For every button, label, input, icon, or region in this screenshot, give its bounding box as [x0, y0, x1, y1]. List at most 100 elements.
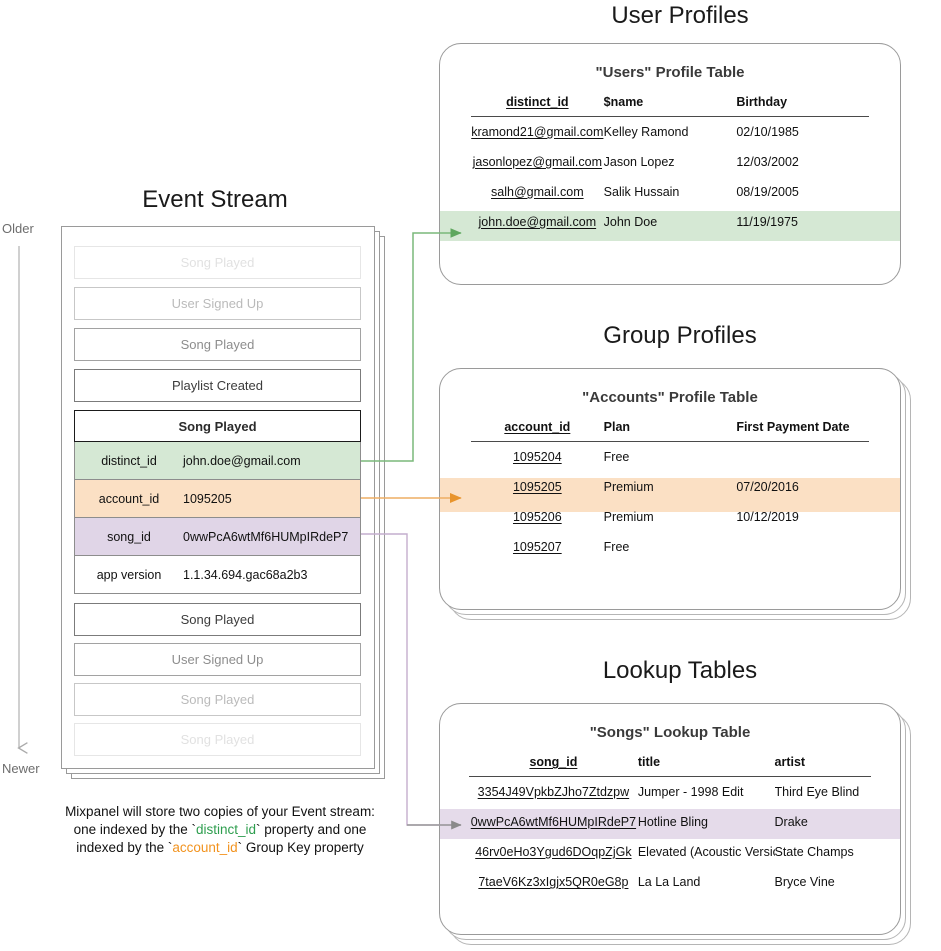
event-item[interactable]: User Signed Up [74, 643, 361, 676]
table-row[interactable]: 1095206 Premium 10/12/2019 [471, 502, 869, 532]
table-row[interactable]: 46rv0eHo3Ygud6DOqpZjGk Elevated (Acousti… [469, 837, 871, 867]
cell-artist: Third Eye Blind [774, 785, 860, 799]
cell-account-id: 1095206 [512, 510, 562, 524]
event-item[interactable]: User Signed Up [74, 287, 361, 320]
table-row[interactable]: 7taeV6Kz3xIgjx5QR0eG8p La La Land Bryce … [469, 867, 871, 897]
cell-name: Salik Hussain [603, 185, 680, 199]
event-item[interactable]: Song Played [74, 328, 361, 361]
accounts-table: account_id Plan First Payment Date 10952… [471, 418, 869, 562]
cell-first-payment-date [736, 442, 869, 473]
event-property-account-id[interactable]: account_id 1095205 [74, 480, 361, 518]
property-value: john.doe@gmail.com [183, 453, 301, 468]
songs-table: song_id title artist 3354J49VpkbZJho7Ztd… [469, 753, 871, 897]
cell-distinct-id: salh@gmail.com [491, 185, 584, 199]
property-value: 1095205 [183, 491, 232, 506]
event-item[interactable]: Song Played [74, 683, 361, 716]
user-profiles-title: User Profiles [611, 2, 749, 29]
table-row[interactable]: jasonlopez@gmail.com Jason Lopez 12/03/2… [471, 147, 869, 177]
caption-line-2-suffix: ` property and one [256, 822, 367, 837]
cell-birthday: 11/19/1975 [736, 215, 798, 229]
table-row-highlighted[interactable]: 1095205 Premium 07/20/2016 [471, 472, 869, 502]
accounts-table-title: "Accounts" Profile Table [582, 389, 758, 406]
property-value: 1.1.34.694.gac68a2b3 [183, 567, 308, 582]
cell-song-id: 3354J49VpkbZJho7Ztdzpw [477, 785, 630, 799]
users-table: distinct_id $name Birthday kramond21@gma… [471, 93, 869, 237]
property-key: account_id [98, 491, 160, 506]
property-key: song_id [107, 529, 151, 544]
cell-name: Jason Lopez [603, 155, 675, 169]
group-profiles-title: Group Profiles [603, 322, 757, 349]
cell-account-id: 1095205 [512, 480, 562, 494]
songs-table-title: "Songs" Lookup Table [589, 724, 751, 741]
caption-line-2-prefix: one indexed by the ` [73, 822, 196, 837]
caption-distinct-id-key: distinct_id [195, 822, 257, 837]
cell-song-id: 0wwPcA6wtMf6HUMpIRdeP7 [470, 815, 637, 829]
focused-event-card: Song Played distinct_id john.doe@gmail.c… [74, 410, 361, 594]
cell-name: Kelley Ramond [603, 125, 689, 139]
property-key: distinct_id [101, 453, 157, 468]
column-header-distinct-id: distinct_id [471, 93, 604, 117]
cell-artist: Drake [774, 815, 808, 829]
column-header-name: $name [603, 93, 737, 117]
table-row-highlighted[interactable]: john.doe@gmail.com John Doe 11/19/1975 [471, 207, 869, 237]
column-header-song-id: song_id [469, 753, 638, 777]
cell-title: Elevated (Acoustic Version) [637, 845, 775, 859]
table-row[interactable]: salh@gmail.com Salik Hussain 08/19/2005 [471, 177, 869, 207]
cell-first-payment-date [736, 532, 869, 562]
cell-distinct-id: jasonlopez@gmail.com [472, 155, 603, 169]
table-header-row: distinct_id $name Birthday [471, 93, 869, 117]
column-header-artist: artist [774, 753, 871, 777]
table-row-highlighted[interactable]: 0wwPcA6wtMf6HUMpIRdeP7 Hotline Bling Dra… [469, 807, 871, 837]
event-item[interactable]: Song Played [74, 723, 361, 756]
property-value: 0wwPcA6wtMf6HUMpIRdeP7 [183, 529, 349, 544]
event-item[interactable]: Song Played [74, 603, 361, 636]
table-row[interactable]: kramond21@gmail.com Kelley Ramond 02/10/… [471, 117, 869, 148]
cell-distinct-id: john.doe@gmail.com [478, 215, 597, 229]
focused-event-name[interactable]: Song Played [74, 410, 361, 442]
cell-birthday: 02/10/1985 [736, 125, 799, 139]
cell-song-id: 7taeV6Kz3xIgjx5QR0eG8p [478, 875, 629, 889]
table-row[interactable]: 1095204 Free [471, 442, 869, 473]
caption-line-1: Mixpanel will store two copies of your E… [65, 804, 375, 819]
event-property-distinct-id[interactable]: distinct_id john.doe@gmail.com [74, 442, 361, 480]
caption-account-id-key: account_id [172, 840, 238, 855]
cell-account-id: 1095207 [512, 540, 562, 554]
cell-name: John Doe [603, 215, 658, 229]
cell-plan: Free [603, 450, 630, 464]
event-property-app-version[interactable]: app version 1.1.34.694.gac68a2b3 [74, 556, 361, 594]
cell-first-payment-date: 10/12/2019 [736, 510, 799, 524]
cell-first-payment-date: 07/20/2016 [736, 480, 799, 494]
cell-artist: Bryce Vine [774, 875, 835, 889]
cell-birthday: 12/03/2002 [736, 155, 799, 169]
users-profile-card: "Users" Profile Table distinct_id $name … [439, 43, 901, 285]
cell-plan: Free [603, 540, 630, 554]
cell-song-id: 46rv0eHo3Ygud6DOqpZjGk [475, 845, 632, 859]
event-item[interactable]: Song Played [74, 246, 361, 279]
axis-label-older: Older [2, 221, 34, 236]
caption-line-3-prefix: indexed by the ` [76, 840, 173, 855]
event-property-song-id[interactable]: song_id 0wwPcA6wtMf6HUMpIRdeP7 [74, 518, 361, 556]
accounts-profile-card: "Accounts" Profile Table account_id Plan… [439, 368, 901, 610]
table-row[interactable]: 3354J49VpkbZJho7Ztdzpw Jumper - 1998 Edi… [469, 777, 871, 808]
column-header-birthday: Birthday [736, 93, 869, 117]
cell-artist: State Champs [774, 845, 854, 859]
caption-line-3-suffix: ` Group Key property [237, 840, 364, 855]
cell-plan: Premium [603, 480, 654, 494]
column-header-account-id: account_id [471, 418, 604, 442]
table-row[interactable]: 1095207 Free [471, 532, 869, 562]
table-header-row: song_id title artist [469, 753, 871, 777]
event-item[interactable]: Playlist Created [74, 369, 361, 402]
lookup-tables-title: Lookup Tables [602, 657, 758, 684]
event-stream-title: Event Stream [142, 186, 288, 213]
event-stream-caption: Mixpanel will store two copies of your E… [20, 803, 420, 857]
table-header-row: account_id Plan First Payment Date [471, 418, 869, 442]
cell-title: La La Land [637, 875, 701, 889]
users-table-title: "Users" Profile Table [595, 64, 745, 81]
cell-birthday: 08/19/2005 [736, 185, 799, 199]
cell-account-id: 1095204 [512, 450, 562, 464]
cell-distinct-id: kramond21@gmail.com [471, 125, 604, 139]
column-header-first-payment-date: First Payment Date [736, 418, 869, 442]
axis-label-newer: Newer [2, 761, 40, 776]
column-header-plan: Plan [603, 418, 737, 442]
